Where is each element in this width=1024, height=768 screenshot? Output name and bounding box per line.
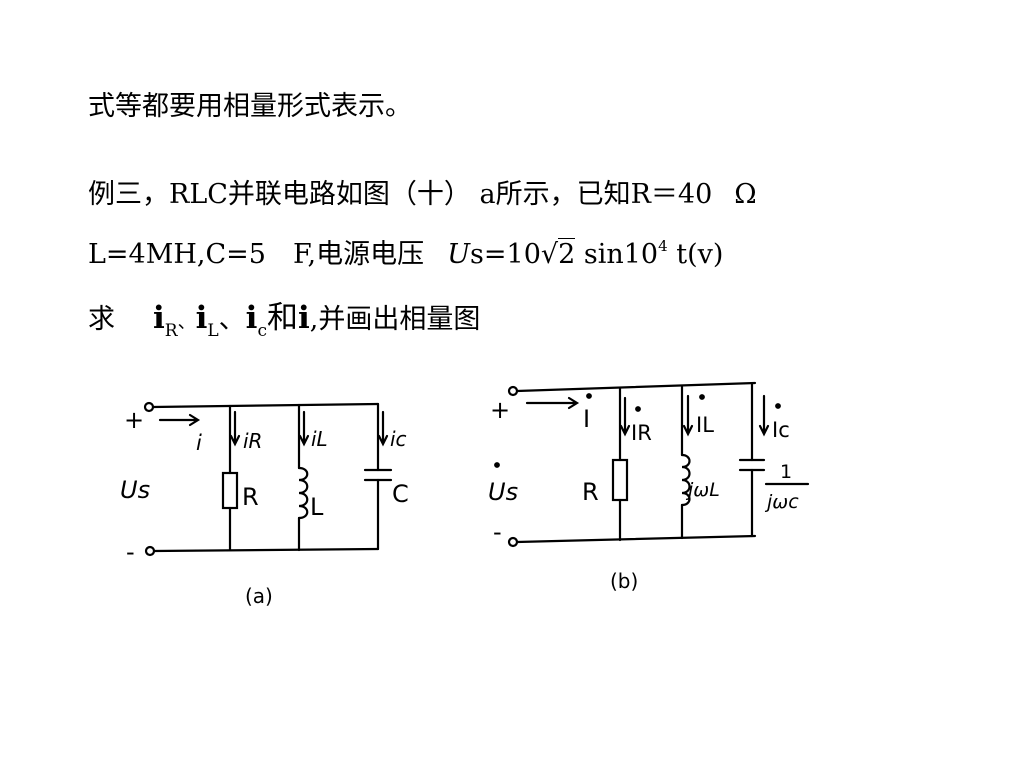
params-line: L=4MH,C=5 F,电源电压 Us=10√2 sin104 t(v)	[88, 232, 723, 271]
label-plus-b: +	[490, 396, 510, 424]
label-plus-a: +	[124, 406, 144, 434]
sep-1: 、	[177, 312, 196, 333]
arrow-ir-b	[619, 396, 631, 437]
label-minus-b: -	[493, 518, 502, 546]
current-i-c: i	[245, 300, 258, 336]
dot-il-b	[699, 394, 705, 400]
sep-2: 、	[218, 304, 246, 335]
arrow-ic-a	[377, 410, 389, 447]
label-l-a: L	[310, 493, 324, 521]
current-i: i	[297, 300, 310, 336]
label-ic-a: ic	[390, 427, 407, 451]
terminal-minus-a	[144, 545, 156, 557]
circuit-b	[494, 381, 810, 548]
example-text: 例三，RLC并联电路如图（十） a所示，已知R＝40	[88, 179, 713, 210]
sqrt-icon: √	[540, 239, 559, 270]
voltage-formula: Us=10√2 sin104 t(v)	[447, 237, 724, 270]
label-c-num-b: 1	[780, 461, 792, 483]
arrow-il-b	[682, 394, 694, 437]
qiu-text: 求	[88, 304, 115, 335]
label-minus-a: -	[126, 538, 135, 566]
label-us-b: Us	[488, 478, 518, 506]
formula-u: U	[447, 239, 471, 270]
dot-us-b	[494, 462, 500, 468]
label-ir-b: IR	[631, 421, 652, 445]
inductor-a	[297, 466, 309, 520]
terminal-plus-a	[143, 401, 155, 413]
sqrt-arg: 2	[558, 238, 576, 270]
resistor-b	[611, 458, 629, 502]
dot-ir-b	[635, 406, 641, 412]
omega-symbol: Ω	[734, 179, 757, 210]
inductor-b	[680, 453, 691, 507]
label-il-a: iL	[311, 427, 328, 451]
question-tail: ,并画出相量图	[309, 304, 481, 335]
bottom-wire-b	[515, 534, 757, 544]
label-us-a: Us	[120, 476, 150, 504]
circuit-a	[143, 401, 393, 557]
label-c-a: C	[392, 480, 409, 508]
dot-i-b	[586, 393, 592, 399]
terminal-plus-b	[507, 385, 519, 397]
label-r-a: R	[242, 483, 259, 511]
sub-c: c	[257, 321, 267, 341]
resistor-a	[221, 471, 239, 510]
dot-ic-b	[775, 403, 781, 409]
top-wire-b	[515, 381, 757, 393]
top-wire-a	[151, 402, 380, 409]
arrow-ic-b	[758, 394, 770, 437]
terminal-minus-b	[507, 536, 519, 548]
arrow-il-a	[298, 410, 310, 447]
current-i-l: i	[195, 300, 208, 336]
bottom-wire-a	[152, 547, 380, 553]
capacitor-b	[738, 458, 766, 472]
arrow-i-b	[525, 396, 580, 410]
current-i-r: i	[153, 300, 165, 336]
caption-a: (a)	[245, 584, 273, 608]
formula-exponent: 4	[658, 237, 668, 255]
label-ir-a: iR	[243, 429, 262, 453]
arrow-i-a	[158, 413, 201, 427]
label-i-a: i	[196, 431, 202, 455]
label-il-b: IL	[696, 413, 714, 437]
label-i-b: I	[583, 405, 590, 433]
intro-line: 式等都要用相量形式表示。	[88, 91, 412, 122]
caption-b: (b)	[610, 569, 638, 593]
label-c-den-b: jωc	[764, 491, 799, 513]
formula-tail: t(v)	[676, 239, 724, 270]
sub-r: R	[164, 321, 178, 341]
sub-l: L	[207, 321, 219, 341]
example-line: 例三，RLC并联电路如图（十） a所示，已知R＝40 Ω	[88, 172, 757, 211]
capacitor-a	[363, 468, 393, 482]
label-r-b: R	[582, 478, 599, 506]
formula-sin: sin10	[583, 239, 659, 270]
label-ic-b: Ic	[772, 418, 790, 442]
label-l-b: jωL	[685, 479, 720, 501]
he-text: 和	[266, 300, 298, 336]
params-text: L=4MH,C=5 F,电源电压	[88, 239, 425, 270]
formula-s-eq: s=10	[470, 239, 541, 270]
arrow-ir-a	[229, 410, 241, 447]
